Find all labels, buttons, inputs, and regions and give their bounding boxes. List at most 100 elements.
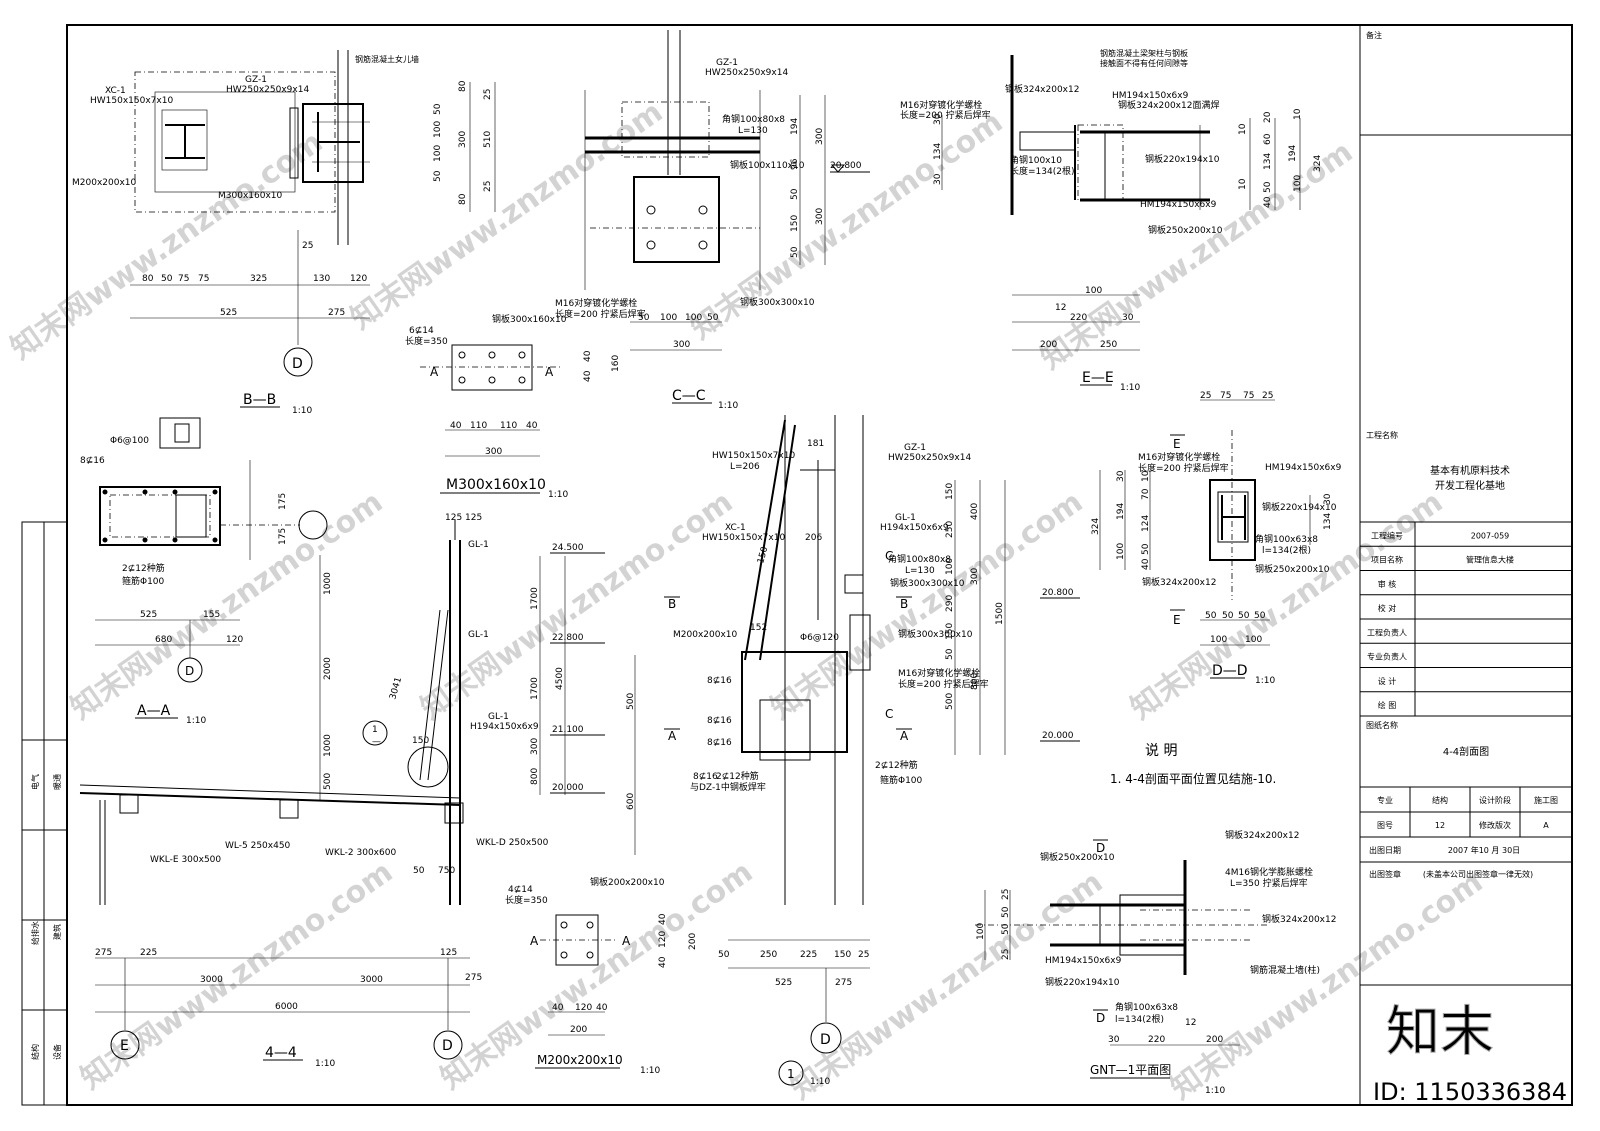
ee-note1: 钢筋混凝土梁架柱与钢板	[1100, 48, 1188, 58]
view-cc: GZ-1 HW250x250x9x14 角钢100x80x8 L=130 钢板1…	[555, 30, 870, 411]
dd-scale: 1:10	[1255, 676, 1275, 686]
svg-text:220: 220	[1148, 1035, 1165, 1045]
svg-text:知末网www.znzmo.com: 知末网www.znzmo.com	[415, 485, 740, 727]
svg-text:40: 40	[1141, 558, 1151, 570]
title-row-label: 项目名称	[1371, 555, 1403, 565]
d1-l130: L=130	[905, 566, 935, 576]
svg-text:12: 12	[1055, 303, 1066, 313]
d1-scale: 1:10	[810, 1077, 830, 1087]
elev-22800: 22.800	[552, 633, 584, 643]
dd-l134: l=134(2根)	[1262, 544, 1311, 556]
svg-text:25: 25	[302, 241, 313, 251]
axis-d-1: D	[292, 356, 303, 372]
svg-text:275: 275	[328, 308, 345, 318]
svg-text:50: 50	[1263, 181, 1273, 193]
svg-text:50: 50	[790, 246, 800, 258]
id-text: ID: 1150336384	[1373, 1078, 1567, 1106]
svg-text:60: 60	[1263, 133, 1273, 145]
svg-text:50: 50	[790, 188, 800, 200]
d1-gl1: GL-1	[895, 513, 916, 523]
aa-2bars: 2⊈12种筋	[122, 562, 165, 574]
svg-text:175: 175	[278, 493, 288, 510]
d1-bars8a: 8⊈16	[707, 676, 732, 686]
svg-text:200: 200	[1206, 1035, 1223, 1045]
axis-d-4: D	[820, 1032, 831, 1048]
svg-text:100: 100	[1293, 175, 1303, 192]
d1-elev-20800: 20.800	[1042, 588, 1074, 598]
dd-plate324: 钢板324x200x12	[1142, 576, 1216, 588]
svg-text:96: 96	[790, 158, 800, 170]
svg-text:知末网www.znzmo.com: 知末网www.znzmo.com	[1125, 485, 1450, 727]
svg-text:275: 275	[465, 973, 482, 983]
m300-len: 长度=350	[405, 335, 448, 347]
svg-text:600: 600	[626, 793, 636, 810]
svg-text:275: 275	[95, 948, 112, 958]
ee-note2: 接触面不得有任何间隙等	[1100, 58, 1188, 68]
svg-text:290: 290	[945, 595, 955, 612]
d1-l206: L=206	[730, 462, 760, 472]
svg-text:E: E	[1173, 437, 1181, 451]
bb-scale: 1:10	[292, 406, 312, 416]
svg-text:300: 300	[458, 131, 468, 148]
svg-text:B: B	[668, 597, 676, 611]
svg-text:800: 800	[530, 768, 540, 785]
s44-wkld: WKL-D 250x500	[476, 838, 549, 848]
stamp-note: (未盖本公司出图签章一律无效)	[1423, 869, 1533, 879]
left-strip: 电气 暖通 给排水 建筑 结构 设备	[21, 521, 68, 1106]
svg-text:1700: 1700	[530, 587, 540, 610]
m300-label: M300x160x10	[218, 191, 283, 201]
ee-plate250: 钢板250x200x10	[1148, 224, 1223, 236]
strip-label-1: 电气	[30, 774, 40, 790]
cc-elev: 20.800	[830, 161, 862, 171]
d1-hw150: HW150x150x7x10	[712, 451, 795, 461]
svg-text:155: 155	[203, 610, 220, 620]
svg-text:知末网www.znzmo.com: 知末网www.znzmo.com	[1035, 135, 1360, 377]
svg-text:100: 100	[945, 558, 955, 575]
d1-bars8d: 8⊈16	[693, 772, 718, 782]
svg-text:知末网www.znzmo.com: 知末网www.znzmo.com	[1165, 865, 1490, 1107]
strip-label-3: 给排水	[30, 921, 40, 945]
svg-text:250: 250	[1100, 340, 1117, 350]
svg-text:3000: 3000	[360, 975, 383, 985]
gnt-plate324b: 钢板324x200x12	[1262, 913, 1336, 925]
svg-text:175: 175	[278, 528, 288, 545]
svg-text:1500: 1500	[995, 602, 1005, 625]
gnt-m16: 4M16钢化学膨胀螺栓	[1225, 866, 1313, 878]
svg-text:110: 110	[500, 421, 517, 431]
meta-r0: 图号	[1377, 821, 1393, 830]
svg-text:300: 300	[815, 128, 825, 145]
svg-text:30: 30	[933, 113, 943, 125]
svg-text:10: 10	[1141, 470, 1151, 482]
view-detail1: HW150x150x7x10 L=206 XC-1 HW150x150x7x10…	[626, 415, 1080, 1087]
svg-text:40: 40	[1263, 196, 1273, 208]
gnt-scale: 1:10	[1205, 1086, 1225, 1096]
project-label: 工程名称	[1366, 430, 1398, 440]
svg-text:50: 50	[1254, 611, 1266, 621]
svg-text:D: D	[1096, 841, 1105, 855]
svg-text:300: 300	[970, 568, 980, 585]
title-row-label: 专业负责人	[1367, 652, 1407, 662]
svg-text:200: 200	[570, 1025, 587, 1035]
svg-text:40: 40	[583, 350, 593, 362]
elev-24500: 24.500	[552, 543, 584, 553]
svg-text:100: 100	[976, 923, 986, 940]
elev-21100: 21.100	[552, 725, 584, 735]
svg-text:324: 324	[1091, 518, 1101, 535]
svg-text:D: D	[1096, 1011, 1105, 1025]
svg-text:194: 194	[1288, 145, 1298, 162]
svg-text:120: 120	[226, 635, 243, 645]
d1-elev-20000: 20.000	[1042, 731, 1074, 741]
svg-text:134: 134	[933, 143, 943, 160]
d1-hoop: 箍筋Φ100	[880, 774, 923, 786]
project-name-2: 开发工程化基地	[1435, 479, 1505, 492]
svg-text:300: 300	[530, 738, 540, 755]
svg-text:25: 25	[858, 950, 869, 960]
cc-hw250: HW250x250x9x14	[705, 68, 788, 78]
svg-text:80: 80	[458, 80, 468, 92]
title-row-label: 工程编号	[1371, 530, 1403, 540]
svg-text:6000: 6000	[275, 1002, 298, 1012]
svg-text:C: C	[885, 549, 893, 563]
svg-text:知末网www.znzmo.com: 知末网www.znzmo.com	[765, 485, 1090, 727]
